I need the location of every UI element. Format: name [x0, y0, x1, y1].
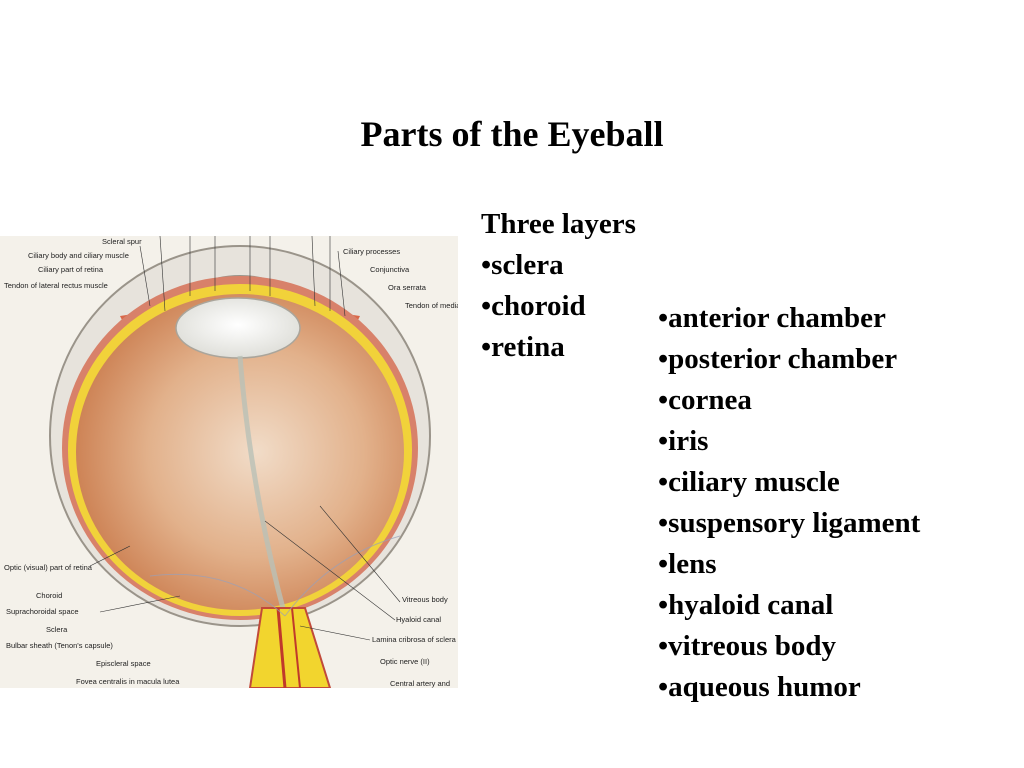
vitreous-body — [76, 294, 404, 610]
label-episcleral: Episcleral space — [96, 659, 151, 668]
hyaloid-canal — [237, 355, 288, 617]
part-lens: •lens — [658, 548, 717, 580]
part-ciliary-muscle: •ciliary muscle — [658, 466, 840, 498]
label-ciliary-body: Ciliary body and ciliary muscle — [28, 251, 129, 260]
optic-nerve — [248, 607, 332, 688]
label-fovea: Fovea centralis in macula lutea — [76, 677, 180, 686]
eyeball-diagram-image: Scleral spur Ciliary body and ciliary mu… — [0, 236, 458, 688]
label-optic-part-retina: Optic (visual) part of retina — [4, 563, 93, 572]
layer-retina: •retina — [481, 331, 565, 363]
lens — [175, 297, 301, 359]
label-scleral-spur: Scleral spur — [102, 237, 142, 246]
part-vitreous-body: •vitreous body — [658, 630, 837, 662]
part-posterior-chamber: •posterior chamber — [658, 343, 898, 375]
part-hyaloid-canal: •hyaloid canal — [658, 589, 834, 621]
eyeball-cross-section: Scleral spur Ciliary body and ciliary mu… — [4, 236, 458, 688]
label-tendon-medial: Tendon of medial rectus muscle — [405, 301, 458, 310]
part-aqueous-humor: •aqueous humor — [658, 671, 861, 703]
label-vitreous-body: Vitreous body — [402, 595, 448, 604]
label-bulbar-sheath: Bulbar sheath (Tenon's capsule) — [6, 641, 113, 650]
label-suprachoroidal: Suprachoroidal space — [6, 607, 79, 616]
eyeball-parts-list: •anterior chamber •posterior chamber •co… — [658, 298, 920, 708]
label-conjunctiva: Conjunctiva — [370, 265, 410, 274]
part-anterior-chamber: •anterior chamber — [658, 302, 886, 334]
label-choroid: Choroid — [36, 591, 62, 600]
label-sclera: Sclera — [46, 625, 68, 634]
label-lamina-cribrosa: Lamina cribrosa of sclera — [372, 635, 457, 644]
part-cornea: •cornea — [658, 384, 752, 416]
layer-sclera: •sclera — [481, 249, 564, 281]
label-ciliary-part-retina: Ciliary part of retina — [38, 265, 104, 274]
part-suspensory-ligament: •suspensory ligament — [658, 507, 921, 539]
layer-choroid: •choroid — [481, 290, 586, 322]
label-tendon-lateral: Tendon of lateral rectus muscle — [4, 281, 108, 290]
part-iris: •iris — [658, 425, 709, 457]
label-central-artery: Central artery and — [390, 679, 450, 688]
label-ciliary-processes: Ciliary processes — [343, 247, 400, 256]
three-layers-list: Three layers •sclera •choroid •retina — [481, 204, 636, 368]
three-layers-heading: Three layers — [481, 208, 636, 240]
label-hyaloid-canal: Hyaloid canal — [396, 615, 441, 624]
slide-title: Parts of the Eyeball — [360, 114, 664, 154]
label-optic-nerve: Optic nerve (II) — [380, 657, 430, 666]
label-ora-serrata: Ora serrata — [388, 283, 427, 292]
